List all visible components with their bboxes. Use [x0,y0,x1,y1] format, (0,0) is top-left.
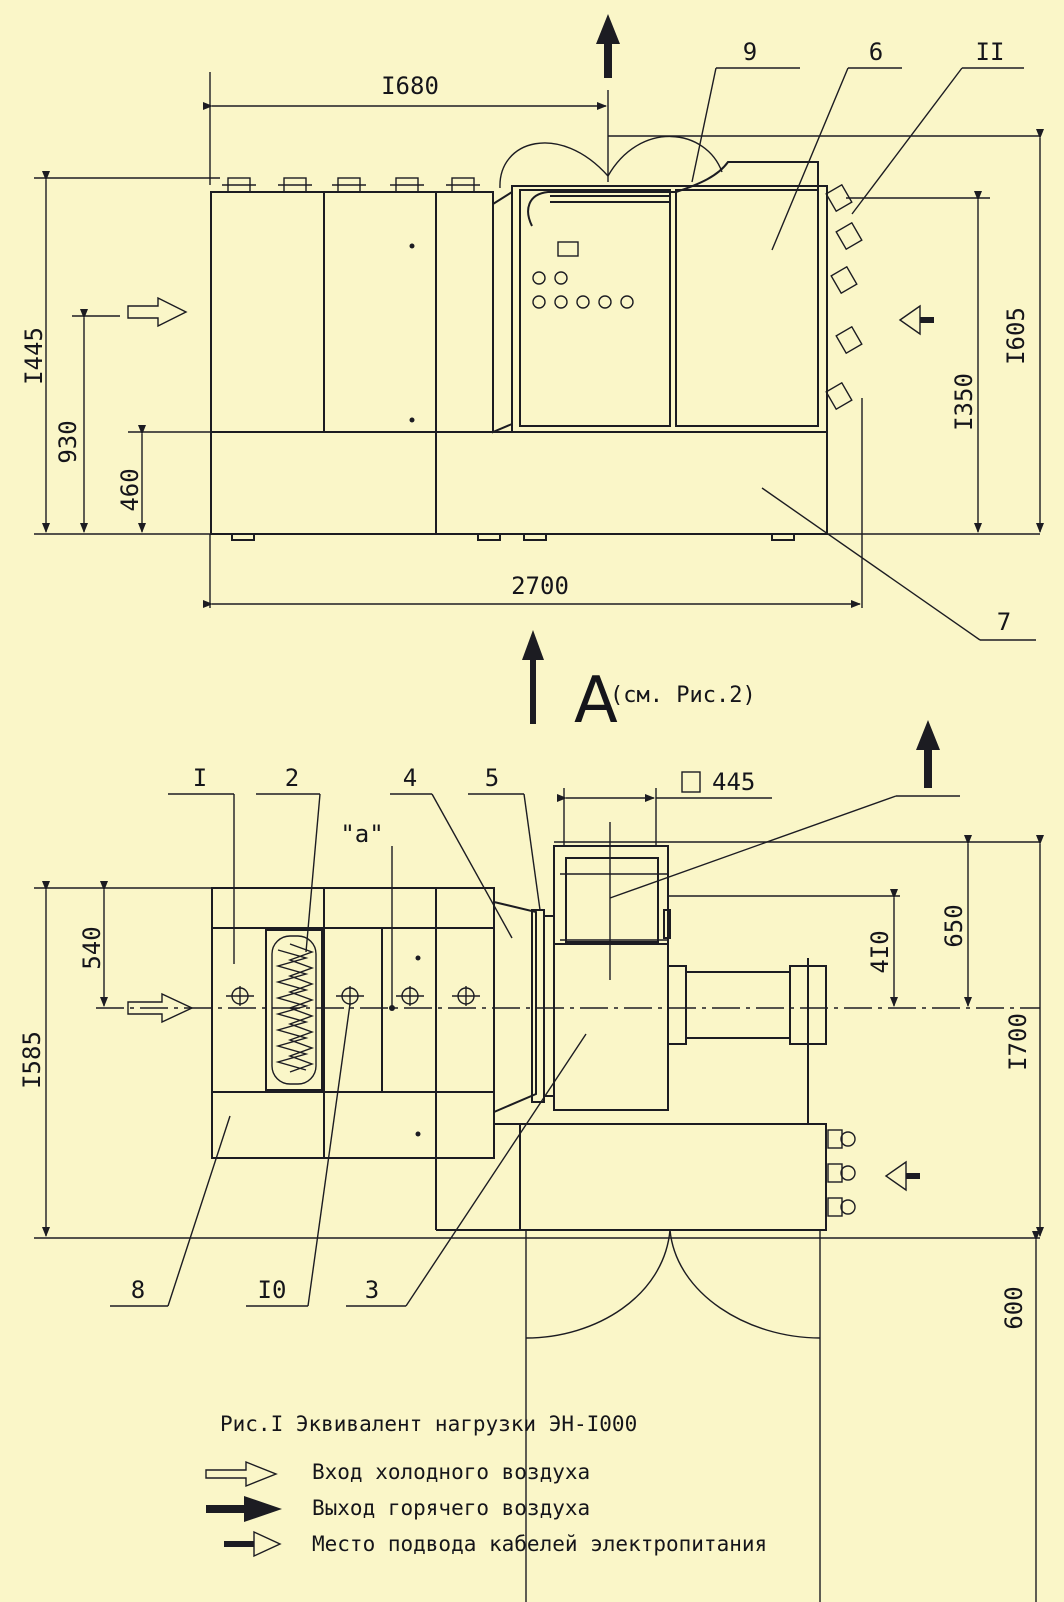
indicator-lamp [576,295,590,309]
figure-caption: Рис.I Эквивалент нагрузки ЭН-I000 [220,1412,638,1436]
dim-930: 930 [54,309,120,533]
leader-1: I [168,764,235,964]
dim-600: 600 [1000,1231,1040,1602]
label-8: 8 [131,1276,145,1304]
label-4: 4 [403,764,417,792]
dim-1700-label: I700 [1004,1013,1032,1071]
view-a-note: (см. Рис.2) [610,683,756,708]
dim-1585-label: I585 [18,1031,46,1089]
indicator-lamp [554,271,568,285]
leader-a: "a" [340,820,393,1008]
dim-1445-label: I445 [20,327,48,385]
dim-445-label: 445 [712,768,755,796]
side-view: I585 540 445 650 4I0 I700 [18,720,1044,1602]
dim-2700-label: 2700 [511,572,569,600]
legend-power-cable-entry: Место подвода кабелей электропитания [312,1532,768,1556]
label-a: "a" [340,820,383,848]
leader-11: II [851,38,1024,215]
dim-460: 460 [116,425,212,533]
view-a-letter: A [574,664,618,738]
label-3: 3 [365,1276,379,1304]
leader-7: 7 [761,487,1036,641]
dim-600-label: 600 [1000,1286,1028,1329]
dim-1350-label: I350 [950,373,978,431]
thermostat-icon [336,986,364,1006]
dim-460-label: 460 [116,468,144,511]
dim-1605-label: I605 [1002,307,1030,365]
leader-8: 8 [110,1115,231,1307]
power-cable-arrow-icon [884,1160,920,1192]
dim-930-label: 930 [54,420,82,463]
dim-1445: I445 [20,171,220,533]
dim-650: 650 [554,835,1040,1007]
indicator-lamp [620,295,634,309]
cable-entry-arrow-icon [224,1530,282,1558]
power-cable-arrow-icon [898,304,934,336]
indicator-lamp [554,295,568,309]
dim-2700: 2700 [203,398,863,608]
leader-6: 6 [771,38,902,251]
dim-445: 445 [557,768,772,846]
top-cabinet [210,135,1040,541]
cold-air-in-arrow-icon [127,296,188,328]
dim-1350: I350 [846,191,990,533]
dim-650-label: 650 [940,904,968,947]
indicator-lamp [532,295,546,309]
cold-air-in-arrow-icon [127,992,194,1024]
leader-4: 4 [390,764,513,939]
dim-540: 540 [78,881,108,1007]
thermostat-icon [226,986,254,1006]
label-2: 2 [285,764,299,792]
dim-1680-label: I680 [381,72,439,100]
leader-3: 3 [346,1033,587,1307]
thermostat-icon [452,986,480,1006]
hot-air-out-arrow-icon [596,14,620,78]
indicator-lamp [598,295,612,309]
view-a-marker: A (см. Рис.2) [522,630,756,738]
label-10: I0 [258,1276,287,1304]
dim-1680: I680 [203,72,609,185]
panel-meter [557,241,579,257]
label-9: 9 [743,38,757,66]
leader-2: 2 [256,764,321,953]
hot-air-arrow-icon [206,1496,282,1522]
legend-hot-air-out: Выход горячего воздуха [312,1496,591,1520]
label-11: II [976,38,1005,66]
dim-1585: I585 [18,881,214,1237]
dim-540-label: 540 [78,926,106,969]
thermostat-icon [396,986,424,1006]
dim-1605: I605 [1002,129,1044,533]
legend-cold-air-in: Вход холодного воздуха [312,1460,591,1484]
leader-9: 9 [691,38,800,183]
dim-1700: I700 [1004,835,1044,1237]
leader-10: I0 [246,1003,351,1307]
label-5: 5 [485,764,499,792]
indicator-lamp [532,271,546,285]
leader-flow [609,795,960,899]
cable-glands [827,1129,856,1217]
dim-410: 4I0 [668,889,900,1007]
cold-air-arrow-icon [205,1460,278,1488]
label-1: I [193,764,207,792]
leader-5: 5 [468,764,541,911]
hot-air-out-arrow-icon [916,720,940,788]
top-fittings [222,177,480,193]
legend-keys [205,1460,282,1558]
label-6: 6 [869,38,883,66]
top-view: I680 [20,14,1044,641]
side-cabinet [211,822,856,1602]
cable-glands [825,183,863,411]
label-7: 7 [997,608,1011,636]
dim-410-label: 4I0 [866,930,894,973]
